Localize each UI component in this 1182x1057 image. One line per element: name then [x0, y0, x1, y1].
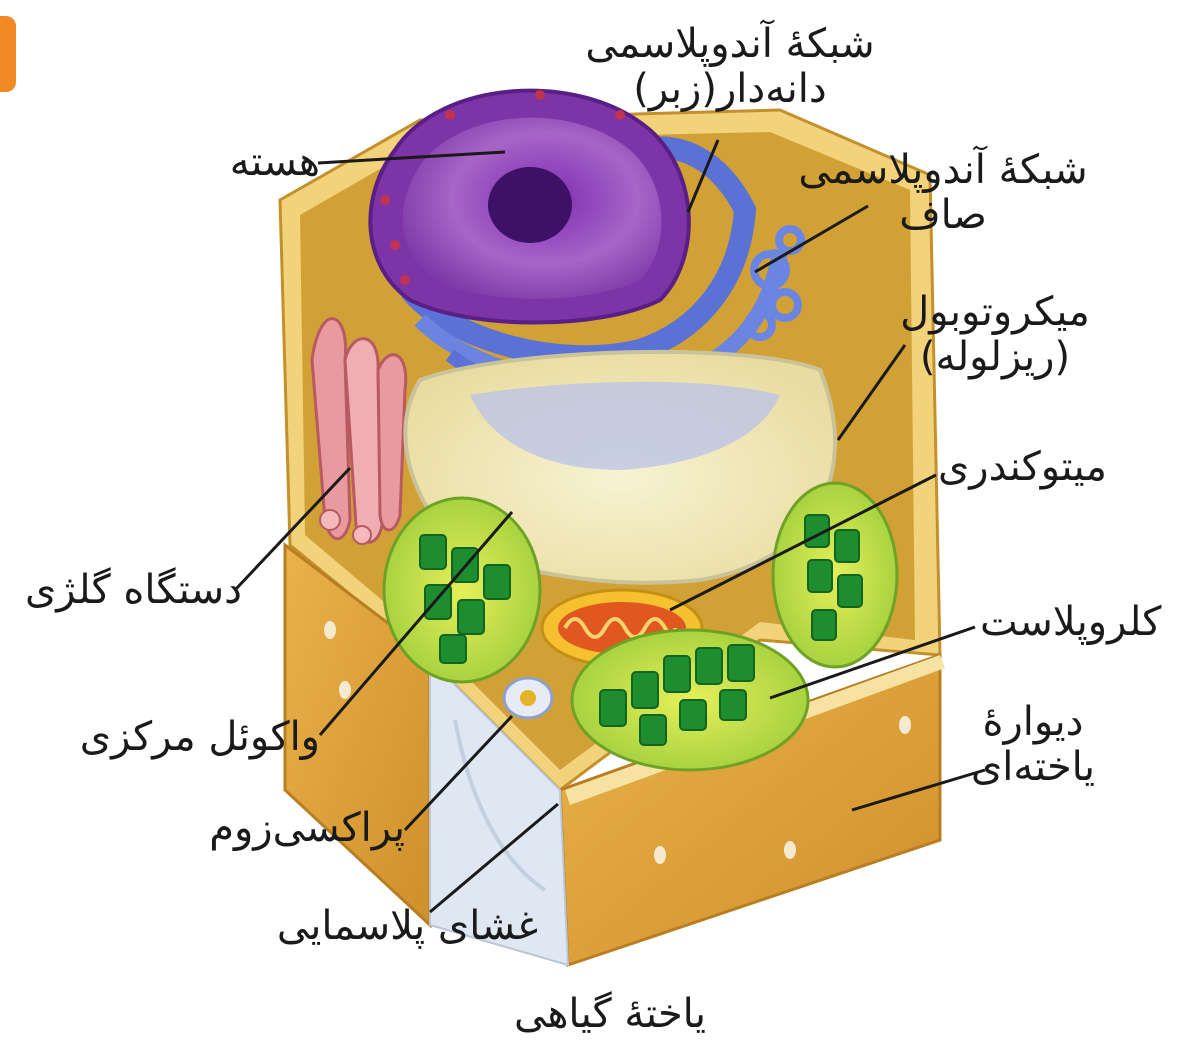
- label-peroxisome-text: پراکسی‌زوم: [195, 806, 405, 851]
- diagram-caption: یاختهٔ گیاهی: [440, 992, 780, 1037]
- label-smooth-er-line-1: شبکهٔ آندوپلاسمی: [778, 148, 1108, 193]
- label-smooth-er: شبکهٔ آندوپلاسمی صاف: [778, 148, 1108, 238]
- label-plasma-membrane: غشای پلاسمایی: [248, 904, 538, 949]
- chloroplast-left: [384, 498, 540, 682]
- nucleus-shape: [370, 90, 688, 323]
- label-golgi-text: دستگاه گلژی: [10, 568, 242, 613]
- label-nucleus: هسته: [205, 140, 320, 185]
- label-nucleus-text: هسته: [205, 140, 320, 185]
- label-cell-wall-line-2: یاخته‌ای: [948, 745, 1118, 790]
- peroxisome-shape: [504, 678, 552, 718]
- label-mitochondrion: میتوکندری: [938, 445, 1168, 490]
- label-rough-er-line-2: دانه‌دار(زبر): [565, 67, 895, 112]
- label-microtubule: میکروتوبول (ریزلوله): [885, 290, 1105, 380]
- chloroplast-right: [773, 483, 897, 667]
- label-central-vacuole: واکوئل مرکزی: [68, 715, 320, 760]
- label-mitochondrion-text: میتوکندری: [938, 445, 1168, 490]
- label-peroxisome: پراکسی‌زوم: [195, 806, 405, 851]
- label-rough-er: شبکهٔ آندوپلاسمی دانه‌دار(زبر): [565, 22, 895, 112]
- label-golgi: دستگاه گلژی: [10, 568, 242, 613]
- chloroplast-bottom: [572, 630, 808, 770]
- label-microtubule-line-2: (ریزلوله): [885, 335, 1105, 380]
- label-microtubule-line-1: میکروتوبول: [885, 290, 1105, 335]
- diagram-caption-text: یاختهٔ گیاهی: [440, 992, 780, 1037]
- label-plasma-membrane-text: غشای پلاسمایی: [248, 904, 538, 949]
- label-smooth-er-line-2: صاف: [778, 193, 1108, 238]
- label-cell-wall: دیوارهٔ یاخته‌ای: [948, 700, 1118, 790]
- label-central-vacuole-text: واکوئل مرکزی: [68, 715, 320, 760]
- label-rough-er-line-1: شبکهٔ آندوپلاسمی: [565, 22, 895, 67]
- label-chloroplast-text: کلروپلاست: [980, 600, 1175, 645]
- label-cell-wall-line-1: دیوارهٔ: [948, 700, 1118, 745]
- label-chloroplast: کلروپلاست: [980, 600, 1175, 645]
